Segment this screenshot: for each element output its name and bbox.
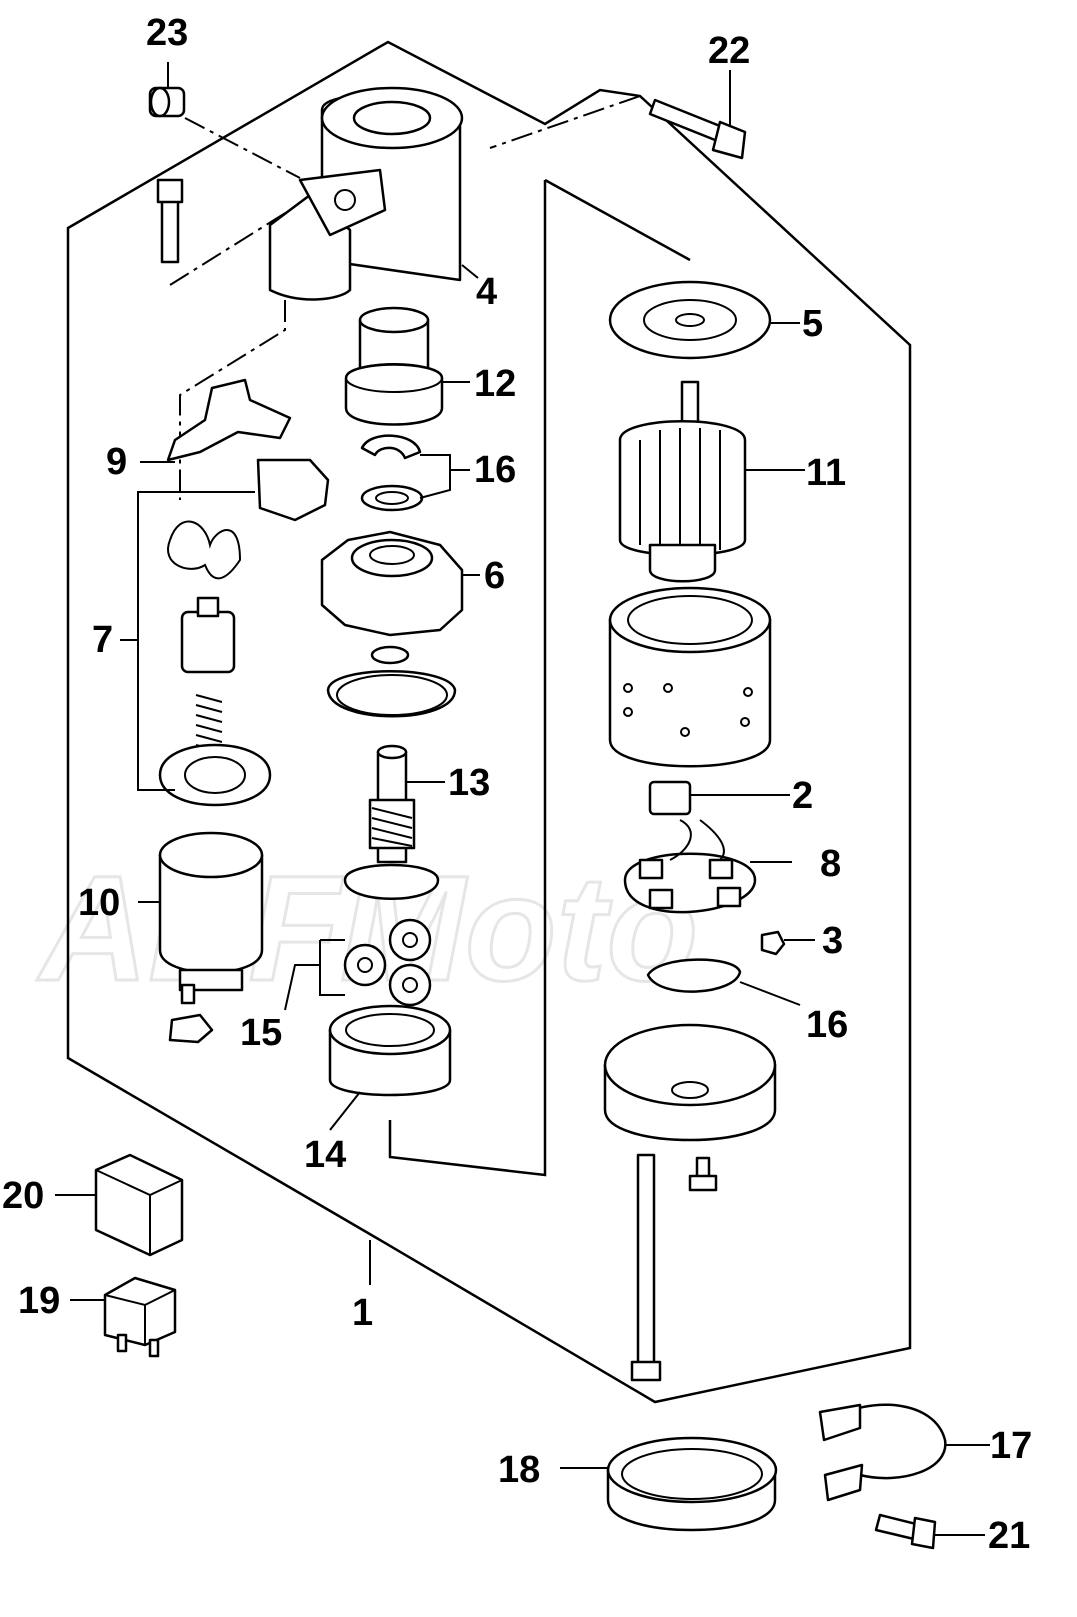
part-14-ring-gear [328,1004,452,1097]
callout-1: 1 [352,1292,373,1334]
part-13-shaft [343,744,440,900]
callout-5: 5 [802,303,823,345]
assembly-frame [66,40,912,1404]
part-18-band [606,1436,778,1532]
callout-6: 6 [484,555,505,597]
part-5-plate [608,280,772,360]
part-21-bolt [874,1513,937,1550]
through-bolt [630,1153,662,1382]
callout-22: 22 [708,30,750,72]
callout-20: 20 [2,1175,44,1217]
callout-9: 9 [106,441,127,483]
part-19-relay [103,1276,177,1358]
callout-4: 4 [476,271,497,313]
part-4-housing [156,86,464,301]
part-15-planet-gears [319,918,432,1007]
inner-frame [388,178,691,1177]
part-17-clamp [818,1403,947,1502]
callout-14: 14 [304,1134,346,1176]
part-16-clip-washer [360,434,424,512]
callout-7: 7 [92,619,113,661]
callout-8: 8 [820,843,841,885]
part-16-washer-lower [646,958,742,993]
callout-3: 3 [822,920,843,962]
part-7-plunger-kit [158,458,330,807]
gasket-ring [326,645,457,718]
callout-11: 11 [806,452,846,494]
part-6-gear-housing [320,530,464,637]
callout-21: 21 [988,1515,1030,1557]
callout-15: 15 [240,1012,282,1054]
part-23-sleeve [148,86,186,118]
callout-16a: 16 [474,449,516,491]
end-cover [603,1023,777,1142]
callout-10: 10 [78,882,120,924]
callout-16b: 16 [806,1004,848,1046]
part-3-nut [760,930,786,956]
callout-18: 18 [498,1449,540,1491]
callout-labels: 1 2 3 4 5 6 7 8 9 10 11 12 13 14 15 16 1… [2,12,1032,1557]
callout-17: 17 [990,1425,1032,1467]
callout-13: 13 [448,762,490,804]
callout-19: 19 [18,1280,60,1322]
leader-lines [55,62,990,1536]
callout-12: 12 [474,363,516,405]
part-20-relay [94,1153,184,1257]
callout-2: 2 [792,775,813,817]
part-10-solenoid [158,831,264,1044]
part-2-brush [648,780,692,816]
part-8-brush-holder [623,819,757,914]
part-11-armature [618,380,747,583]
small-screw [688,1156,718,1192]
part-22-bolt [648,98,747,160]
callout-23: 23 [146,12,188,54]
part-9-lever [166,378,292,462]
yoke-housing [608,586,772,768]
part-12-pinion [344,306,444,426]
